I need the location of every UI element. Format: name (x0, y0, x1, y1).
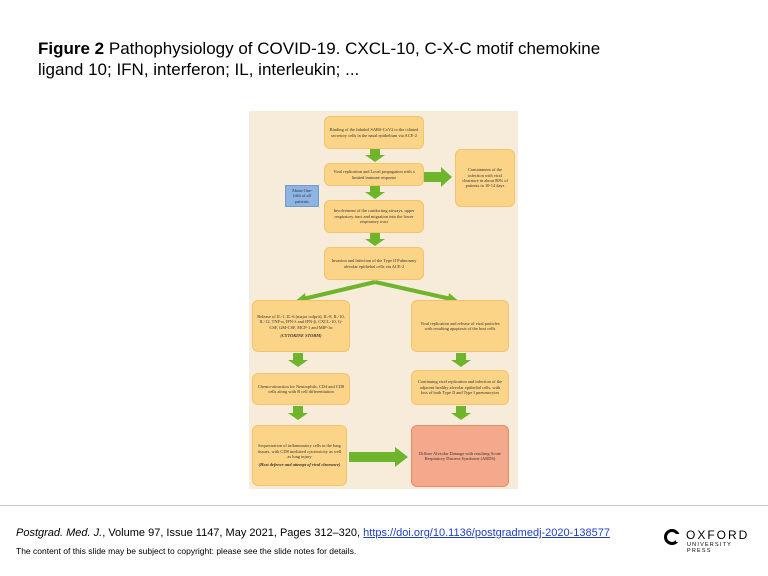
step-local-replication: Viral replication and Local propagation … (324, 163, 424, 186)
arrow-b10-b12 (451, 406, 471, 420)
step-viral-release: Viral replication and release of viral p… (411, 300, 509, 352)
step-viral-binding: Binding of the Inhaled SARS-CoV2 to the … (324, 116, 424, 149)
step-airway-involvement-text: Involvement of the conducting airways, u… (333, 208, 415, 225)
arrow-b8-b10 (451, 353, 471, 367)
arrow-b6-b7 (302, 280, 376, 301)
arrow-b2-b5 (365, 186, 385, 199)
logo-subtitle: UNIVERSITY PRESS (687, 542, 732, 554)
arrow-b7-b9 (288, 353, 308, 367)
journal-name: Postgrad. Med. J. (16, 527, 103, 539)
pathophysiology-diagram: Binding of the Inhaled SARS-CoV2 to the … (249, 111, 518, 489)
arrow-b1-b2 (365, 149, 385, 162)
cytokine-storm-label: (CYTOKINE STORM) (280, 332, 322, 338)
citation-details: , Volume 97, Issue 1147, May 2021, Pages… (102, 527, 364, 539)
step-type2-infection: Invasion and Infection of the Type II Pu… (324, 247, 424, 280)
doi-link[interactable]: https://doi.org/10.1136/postgradmedj-202… (363, 527, 611, 539)
step-airway-involvement: Involvement of the conducting airways, u… (324, 200, 424, 233)
step-local-replication-text: Viral replication and Local propagation … (333, 169, 415, 180)
step-continuing-replication: Continuing viral replication and infecti… (411, 370, 509, 405)
citation: Postgrad. Med. J., Volume 97, Issue 1147… (16, 527, 610, 539)
slide-title: Figure 2 Pathophysiology of COVID-19. CX… (38, 38, 638, 80)
figure-caption: Pathophysiology of COVID-19. CXCL-10, C-… (38, 39, 601, 79)
arrow-b6-b8 (374, 280, 452, 301)
figure-label: Figure 2 (38, 39, 105, 58)
step-containment: Containment of the infection with viral … (455, 149, 515, 207)
footer-divider (0, 505, 768, 506)
step-chemo-attraction: Chemo-attraction for Neutrophils, CD4 an… (252, 373, 350, 405)
step-ards-text: Diffuse Alveolar Damage with resulting A… (419, 450, 501, 461)
step-chemo-attraction-text: Chemo-attraction for Neutrophils, CD4 an… (257, 383, 345, 394)
arrow-b5-b6 (365, 233, 385, 246)
step-continuing-replication-text: Continuing viral replication and infecti… (417, 379, 503, 396)
copyright-notice: The content of this slide may be subject… (16, 546, 357, 556)
host-defence-label: (Host defence and attempt of viral clear… (258, 462, 341, 468)
step-cytokine-release-text: Release of IL-1, IL-6 (major culprit), I… (257, 313, 345, 330)
logo-wordmark: OXFORD (686, 528, 750, 542)
oxford-circle-icon (664, 529, 681, 545)
step-viral-binding-text: Binding of the Inhaled SARS-CoV2 to the … (329, 127, 419, 138)
note-one-fifth-text: About One-fifth of all patients (291, 187, 313, 204)
step-type2-infection-text: Invasion and Infection of the Type II Pu… (331, 258, 417, 269)
arrow-b11-b12 (349, 447, 408, 467)
step-ards: Diffuse Alveolar Damage with resulting A… (411, 425, 509, 487)
arrow-b2-b3 (424, 167, 452, 187)
oxford-logo: OXFORD UNIVERSITY PRESS (664, 528, 756, 554)
step-viral-release-text: Viral replication and release of viral p… (420, 320, 500, 331)
note-one-fifth: About One-fifth of all patients (285, 185, 319, 207)
arrow-b9-b11 (288, 406, 308, 420)
step-containment-text: Containment of the infection with viral … (462, 167, 508, 189)
step-sequestration-text: Sequestration of inflammatory cells in t… (257, 443, 342, 459)
step-sequestration: Sequestration of inflammatory cells in t… (252, 425, 347, 486)
step-cytokine-release: Release of IL-1, IL-6 (major culprit), I… (252, 300, 350, 352)
